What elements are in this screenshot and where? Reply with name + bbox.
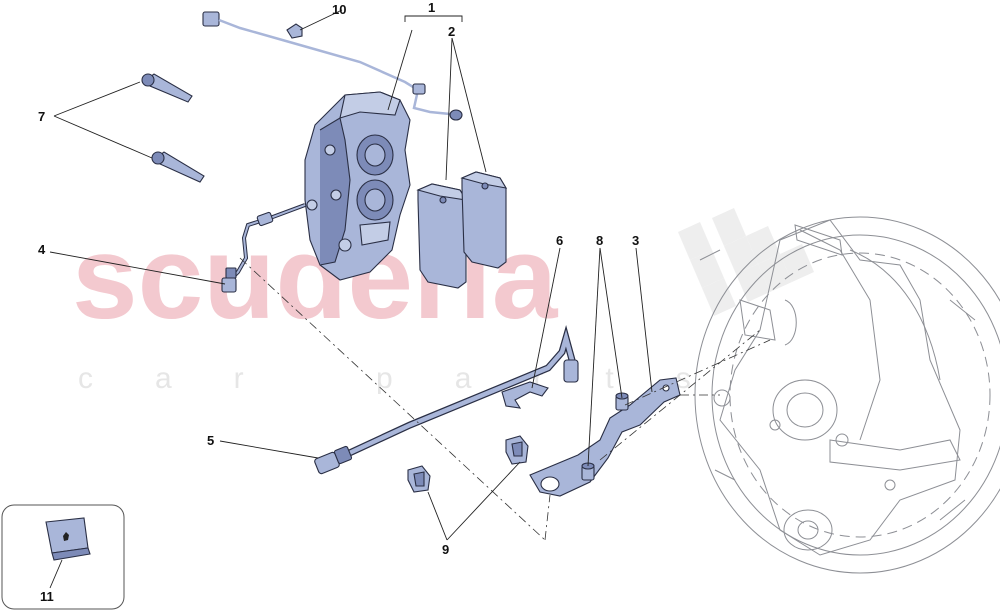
brake-pad-rear	[460, 171, 508, 269]
callout-10: 10	[332, 2, 346, 17]
prancing-horse-icon	[63, 532, 69, 541]
cable-clip-upper	[505, 435, 529, 465]
caliper-bolts	[141, 73, 205, 183]
callout-numbers: 1 2 3 4 5 6 7 8 9 10 11	[38, 0, 639, 604]
assembly-lines	[239, 257, 771, 541]
callout-2: 2	[448, 24, 455, 39]
callout-9: 9	[442, 542, 449, 557]
leader-lines	[49, 9, 653, 589]
cable-clip-lower	[407, 465, 431, 493]
caliper-brake-pipe	[221, 203, 306, 293]
bracket-screw-upper	[615, 392, 629, 411]
brake-hose	[314, 324, 579, 475]
callout-6: 6	[556, 233, 563, 248]
checkered-flag-icon	[678, 208, 814, 316]
hose-retaining-clip	[501, 381, 549, 409]
watermark-subtitle: car parts	[78, 362, 753, 395]
brake-caliper	[304, 91, 411, 281]
callout-4: 4	[38, 242, 46, 257]
callout-1: 1	[428, 0, 435, 15]
callout-11: 11	[40, 589, 54, 604]
hose-bracket	[529, 377, 681, 497]
caliper-bolt-lower	[151, 151, 205, 183]
sensor-clip	[286, 23, 303, 39]
caliper-bolt-upper	[141, 73, 193, 103]
brake-sensor-cable	[202, 11, 463, 121]
touch-up-kit-inset	[1, 504, 125, 610]
ferrari-touch-up-kit	[45, 517, 91, 561]
wheel-hub-and-disc	[694, 216, 1000, 574]
brake-pads	[416, 171, 508, 289]
callout-7: 7	[38, 109, 45, 124]
cable-clips	[407, 435, 529, 493]
callout-5: 5	[207, 433, 214, 448]
callout-3: 3	[632, 233, 639, 248]
brake-pad-front	[416, 183, 468, 289]
callout-8: 8	[596, 233, 603, 248]
